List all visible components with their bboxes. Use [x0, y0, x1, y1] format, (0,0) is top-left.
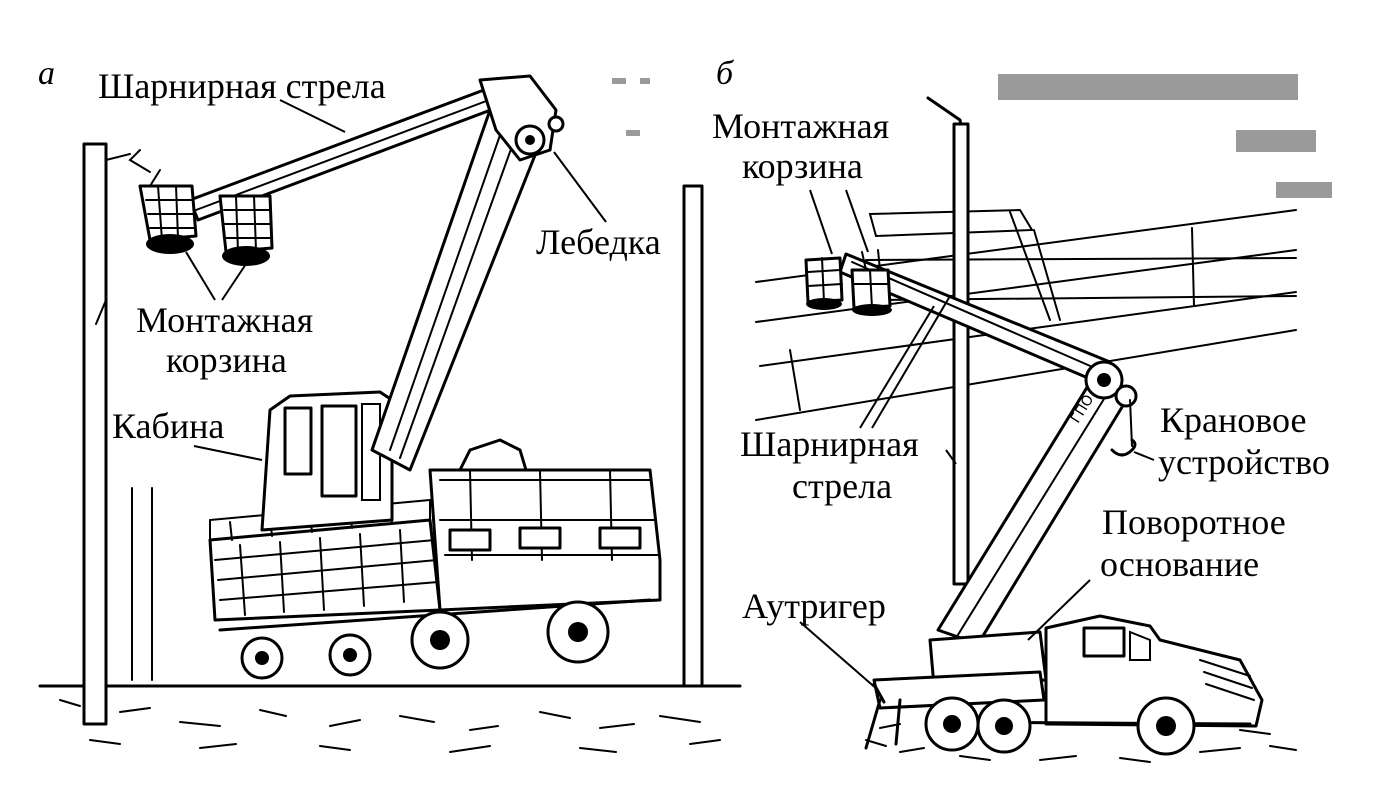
label-b-crane-line1: Крановое: [1160, 400, 1306, 440]
panel-a-ground: [38, 684, 742, 753]
panel-b-letter: б: [716, 55, 735, 92]
label-b-basket-line2: корзина: [742, 146, 863, 186]
label-a-cab: Кабина: [112, 406, 224, 446]
panel-a-lower-boom: [370, 108, 547, 472]
panel-b-leaders: [799, 189, 1155, 691]
panel-a-truck: [208, 438, 662, 680]
panel-b-basket-2: [850, 249, 892, 316]
panel-a-utility-pole-right: [682, 184, 704, 688]
label-b-turntable-line1: Поворотное: [1102, 502, 1286, 542]
label-b-boom-line2: стрела: [792, 466, 892, 506]
panel-b-power-lines: [755, 208, 1297, 421]
panel-a-utility-pole-left: [82, 142, 131, 726]
label-a-basket-line2: корзина: [166, 340, 287, 380]
panel-a-cabin: [260, 390, 394, 532]
label-b-boom-line1: Шарнирная: [740, 424, 919, 464]
panel-a-bleed-through: [612, 78, 650, 136]
panel-a-basket-2: [218, 194, 274, 266]
panel-b-ground: [865, 723, 1297, 763]
panel-a: а: [38, 55, 742, 753]
panel-b-truck: [864, 614, 1264, 756]
label-a-boom: Шарнирная стрела: [98, 66, 386, 106]
label-b-basket-line1: Монтажная: [712, 106, 889, 146]
panel-a-letter: а: [38, 55, 55, 92]
panel-b-lighting-pole: [926, 96, 970, 586]
panel-b-bleed-through: [998, 74, 1332, 198]
panel-b-crane-device: [1084, 360, 1138, 457]
panel-b-basket-1: [804, 256, 844, 310]
panel-b-boom: ГПО: [838, 252, 1132, 646]
label-b-turntable-line2: основание: [1100, 544, 1259, 584]
panel-a-winch: [478, 74, 565, 162]
label-b-outrigger: Аутригер: [742, 586, 886, 626]
panel-b: б ГПО: [712, 55, 1332, 763]
panel-a-leaders: [185, 99, 607, 461]
label-a-basket-line1: Монтажная: [136, 300, 313, 340]
label-b-crane-line2: устройство: [1158, 442, 1330, 482]
panel-a-basket-1: [128, 149, 198, 254]
label-a-winch: Лебедка: [536, 222, 661, 262]
